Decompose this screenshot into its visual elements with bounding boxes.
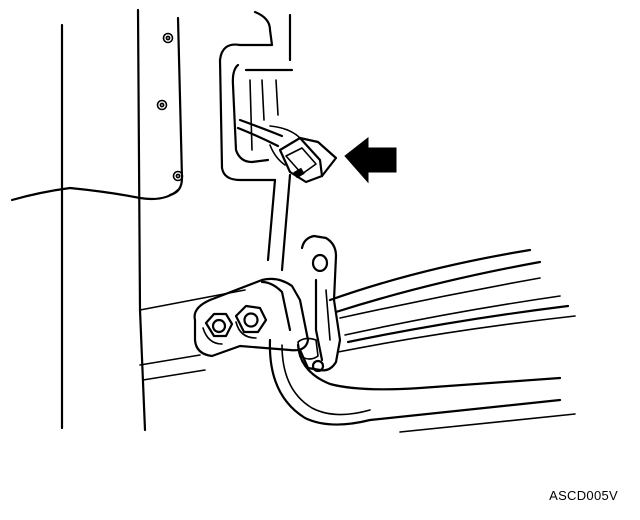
door-edge-panel (218, 10, 294, 272)
harness-connector (278, 136, 338, 184)
figure-caption: ASCD005V (549, 488, 618, 503)
hinge-bolts (202, 304, 268, 345)
door-frame-curves (268, 248, 576, 433)
pointer-arrow (344, 136, 397, 184)
wiring-harness (236, 118, 301, 166)
door-hinge (193, 234, 342, 373)
body-pillar (10, 8, 246, 432)
pillar-screw-holes (156, 32, 184, 182)
